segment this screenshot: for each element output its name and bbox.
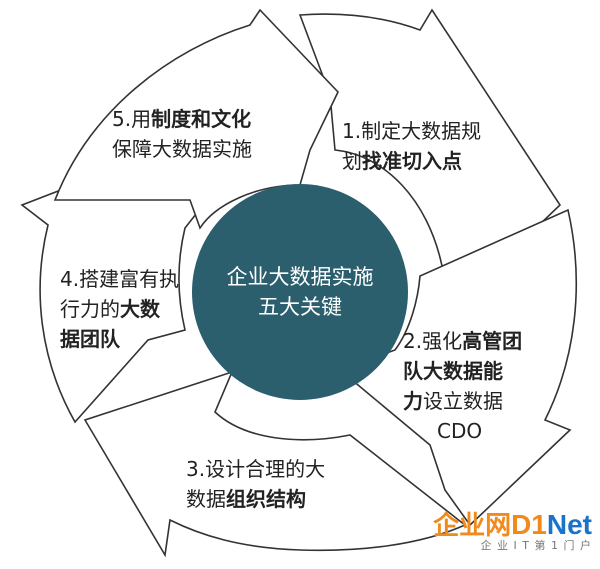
step-4-text-d: 据团队 [60, 327, 120, 351]
step-3-text-a: 3.设计合理的大 [186, 457, 326, 481]
step-4-text-b: 行力的 [60, 297, 120, 321]
watermark-subtitle: 企 业 I T 第 1 门 户 [480, 539, 592, 552]
arrow-step-2 [338, 208, 578, 527]
step-1-text-c: 划 [342, 149, 362, 173]
step-5-text-b: 制度和文化 [151, 107, 252, 131]
watermark-net: Net [546, 509, 592, 540]
step-4-text-a: 4.搭建富有执 [60, 267, 180, 291]
step-2-text-c: 队大数据能 [403, 359, 503, 383]
step-2-text-e: 设立数据 [423, 389, 503, 413]
step-1-label: 1.制定大数据规 划找准切入点 [342, 116, 481, 176]
step-3-text-b: 数据 [186, 487, 226, 511]
center-title-line1: 企业大数据实施 [226, 265, 374, 289]
center-title-line2: 五大关键 [258, 295, 342, 319]
step-4-label: 4.搭建富有执 行力的大数 据团队 [60, 264, 179, 354]
step-5-text-a: 5.用 [112, 107, 152, 131]
step-2-text-a: 2.强化 [403, 329, 463, 353]
watermark-cn: 企业网 [433, 510, 512, 540]
step-3-text-c: 组织结构 [226, 487, 306, 511]
arrow-step-5 [53, 8, 339, 230]
step-2-text-f: CDO [437, 419, 483, 443]
watermark-d1: D1 [511, 509, 547, 540]
step-1-text-d: 找准切入点 [362, 149, 462, 173]
watermark-brand: 企业网D1Net [433, 509, 592, 540]
step-2-text-b: 高管团 [462, 329, 523, 353]
step-1-text-a: 1.制定大数据规 [342, 119, 482, 143]
center-circle [192, 184, 408, 400]
step-4-text-c: 大数 [120, 297, 160, 321]
step-5-label: 5.用制度和文化 保障大数据实施 [112, 104, 252, 164]
step-2-text-d: 力 [403, 389, 423, 413]
arrow-step-4 [20, 177, 217, 424]
step-5-text-c: 保障大数据实施 [112, 137, 252, 161]
watermark-logo: 企业网D1Net 企 业 I T 第 1 门 户 [433, 511, 592, 553]
center-title: 企业大数据实施 五大关键 [180, 262, 420, 322]
step-2-label: 2.强化高管团 队大数据能 力设立数据 CDO [403, 326, 522, 446]
arrow-step-3 [83, 370, 467, 558]
step-3-label: 3.设计合理的大 数据组织结构 [186, 454, 325, 514]
